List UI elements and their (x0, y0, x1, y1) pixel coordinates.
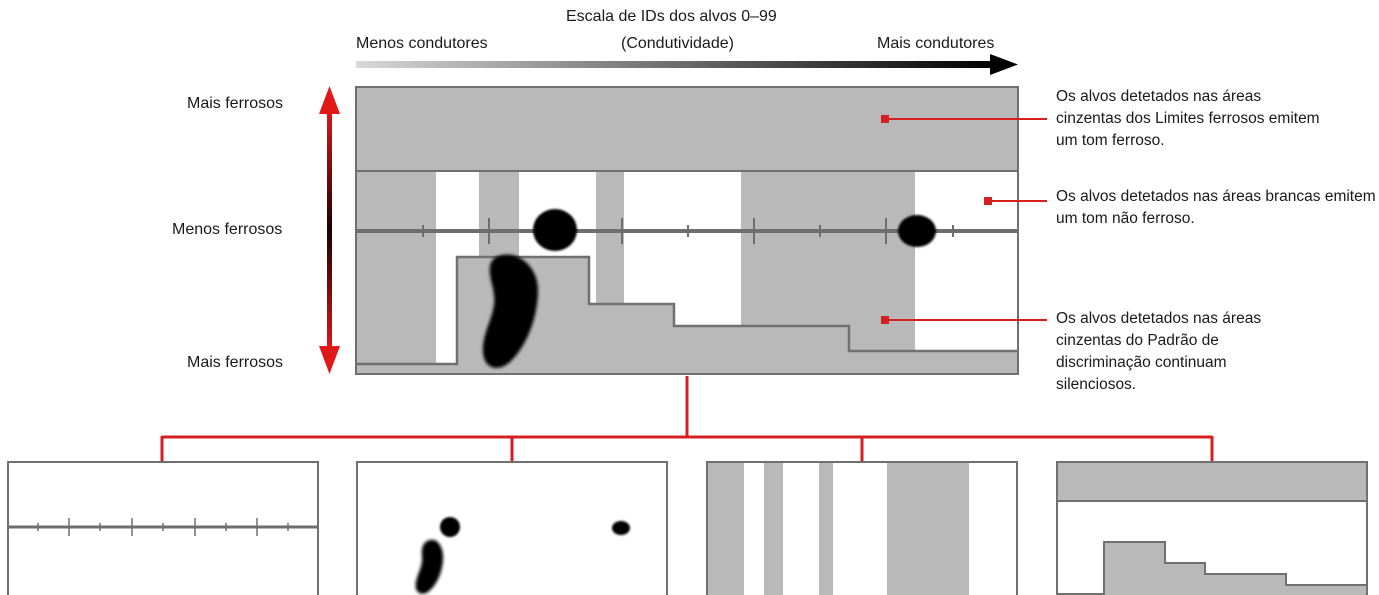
subpanel-targets (356, 461, 668, 595)
conductivity-arrow (356, 54, 1018, 75)
target-blob (533, 209, 577, 251)
target-blobs (482, 209, 936, 368)
callout-marker (984, 197, 992, 205)
subpanel-id-scale (7, 461, 319, 595)
subpanel-pattern (1056, 461, 1368, 595)
callout-marker (881, 115, 889, 123)
scale-subtitle: (Condutividade) (621, 35, 734, 52)
discrimination-bands (356, 172, 915, 374)
ferrous-top-label: Mais ferrosos (187, 95, 284, 112)
target-blob (440, 517, 460, 537)
main-panel (355, 86, 1019, 375)
target-blob (612, 521, 630, 535)
discrimination-pattern-line (356, 255, 1018, 366)
breakdown-connector (160, 376, 1214, 462)
ferrous-middle-label: Menos ferrosos (172, 221, 283, 238)
annotation-discrimination-pattern: Os alvos detetados nas áreas cinzentas d… (1056, 310, 1262, 393)
annotation-white-areas: Os alvos detetados nas áreas brancas emi… (1056, 188, 1376, 227)
callouts (881, 115, 1047, 324)
subpanel-bands (706, 461, 1018, 595)
target-blob (482, 254, 538, 368)
callout-marker (881, 316, 889, 324)
scale-left-label: Menos condutores (356, 35, 488, 52)
target-blob (415, 539, 444, 594)
target-blob (898, 215, 936, 247)
annotation-ferrous-limits: Os alvos detetados nas áreas cinzentas d… (1056, 88, 1320, 149)
scale-title: Escala de IDs dos alvos 0–99 (566, 8, 777, 25)
scale-right-label: Mais condutores (877, 35, 995, 52)
ferrous-arrow (319, 86, 340, 374)
ferrous-bottom-label: Mais ferrosos (187, 354, 284, 371)
ferrous-limit-area (356, 87, 1018, 171)
